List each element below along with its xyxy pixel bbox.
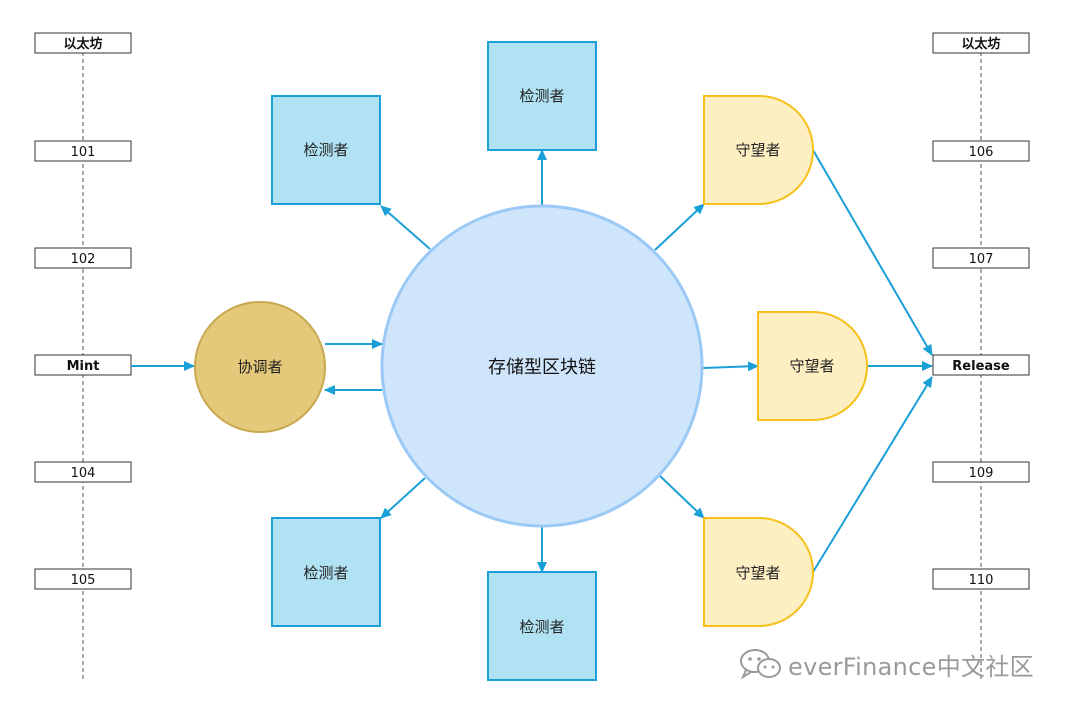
arrow-center-to-watcher-middle [702, 361, 759, 372]
right-lane-block-release: Release [932, 354, 1030, 376]
release-label: Release [952, 359, 1010, 374]
detector-label: 检测者 [303, 564, 348, 582]
block-label: 102 [71, 252, 96, 267]
left-lane-block-mint: Mint [34, 354, 132, 376]
left-lane-block: 102 [34, 247, 132, 269]
detector-node: 检测者 [271, 517, 381, 627]
watcher-label: 守望者 [735, 564, 780, 582]
watcher-node: 守望者 [757, 311, 868, 421]
arrow-center-to-watcher-bottom [659, 475, 705, 519]
block-label: 109 [969, 466, 994, 481]
detector-node: 检测者 [487, 571, 597, 681]
mint-label: Mint [67, 359, 100, 374]
left-lane-block: 104 [34, 461, 132, 483]
watcher-label: 守望者 [789, 357, 834, 375]
right-lane-block: 107 [932, 247, 1030, 269]
left-lane-header-label: 以太坊 [63, 36, 102, 52]
right-lane-block: 110 [932, 568, 1030, 590]
arrow-watcher-bottom-to-release [812, 376, 933, 573]
watcher-node: 守望者 [703, 95, 814, 205]
detector-label: 检测者 [303, 141, 348, 159]
detector-node: 检测者 [487, 41, 597, 151]
block-label: 101 [71, 145, 96, 160]
arrow-center-to-watcher-top [654, 203, 705, 251]
detector-node: 检测者 [271, 95, 381, 205]
right-lane-header-label: 以太坊 [961, 36, 1000, 52]
storage-blockchain-label: 存储型区块链 [488, 357, 596, 378]
watcher-node: 守望者 [703, 517, 814, 627]
storage-blockchain-node: 存储型区块链 [380, 204, 704, 528]
coordinator-node: 协调者 [194, 301, 326, 433]
block-label: 104 [71, 466, 96, 481]
detector-label: 检测者 [519, 87, 564, 105]
wechat-icon [740, 649, 781, 680]
arrow-center-to-detector-bottom-left [380, 477, 426, 519]
watermark-text: everFinance中文社区 [788, 652, 1034, 681]
watcher-label: 守望者 [735, 141, 780, 159]
left-lane-block: 101 [34, 140, 132, 162]
right-lane-header: 以太坊 [932, 32, 1030, 54]
arrow-center-to-detector-top-left [380, 205, 431, 250]
block-label: 105 [71, 573, 96, 588]
left-lane-header: 以太坊 [34, 32, 132, 54]
right-lane-block: 106 [932, 140, 1030, 162]
detector-label: 检测者 [519, 618, 564, 636]
coordinator-label: 协调者 [237, 358, 282, 376]
left-lane-block: 105 [34, 568, 132, 590]
block-label: 106 [969, 145, 994, 160]
block-label: 110 [969, 573, 994, 588]
arrow-watcher-top-to-release [812, 149, 933, 356]
arrows [131, 149, 933, 573]
block-label: 107 [969, 252, 994, 267]
watermark: everFinance中文社区 [738, 646, 1058, 682]
right-lane-block: 109 [932, 461, 1030, 483]
